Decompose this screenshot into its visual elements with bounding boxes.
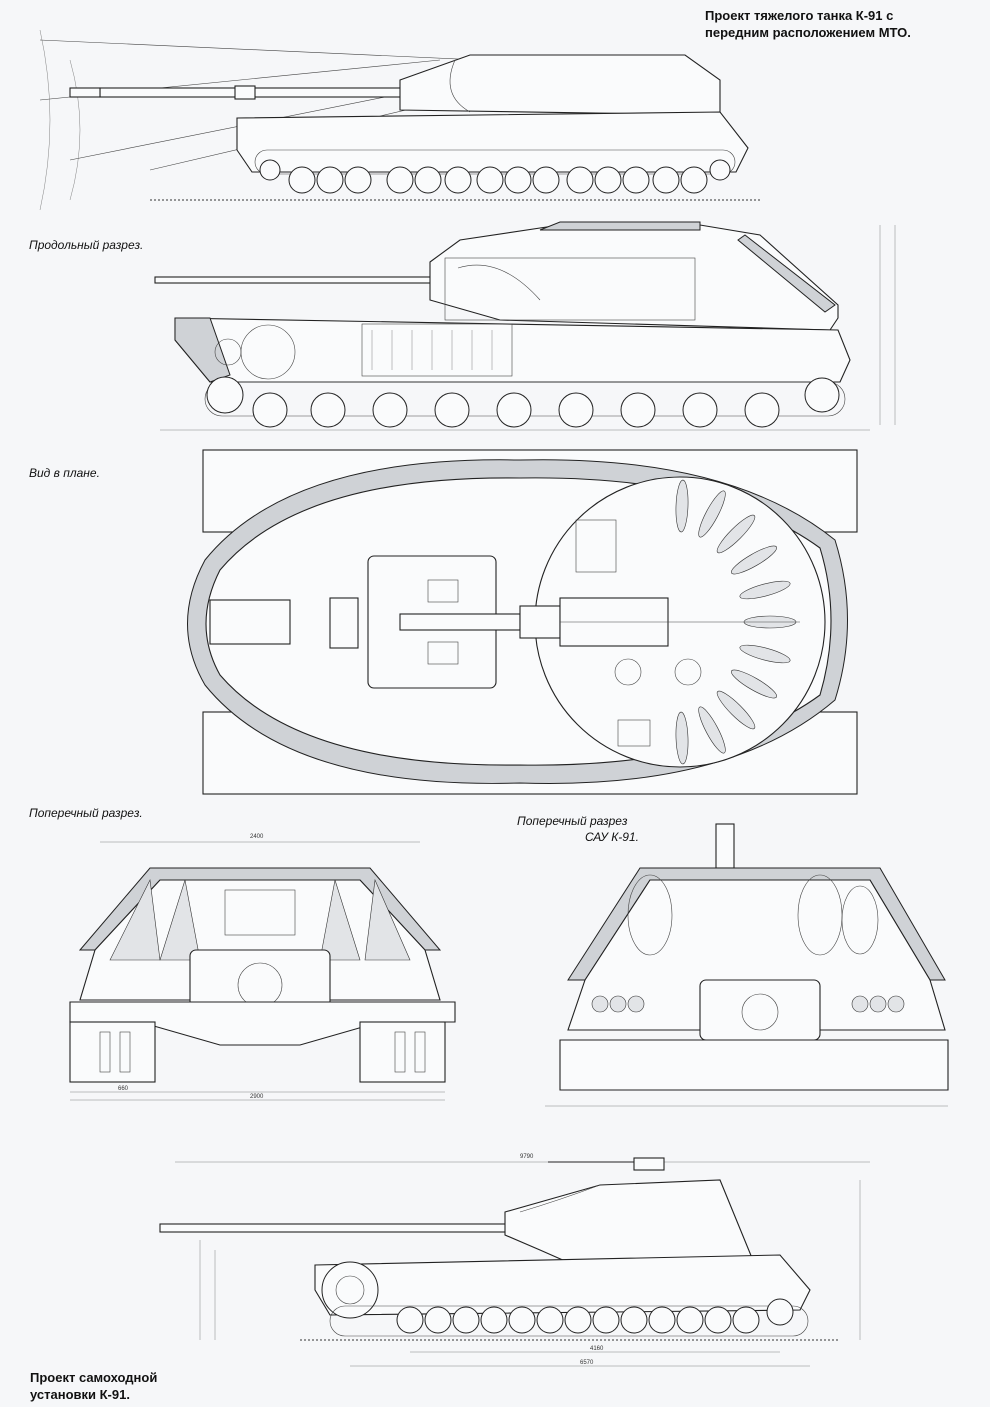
spg-track [329, 1305, 809, 1337]
spg-cross-ammo [591, 995, 905, 1013]
drawing-title: Проект тяжелого танка К-91 с передним ра… [705, 7, 911, 41]
plan-gun-breech [399, 613, 521, 631]
cross-track-left [69, 1021, 156, 1083]
spg-title: Проект самоходной установки К-91. [30, 1369, 157, 1403]
spg-cross-section [545, 823, 949, 1107]
cross-track-right [359, 1021, 446, 1083]
caption-plan-view: Вид в плане. [29, 466, 100, 480]
long-turret [429, 224, 839, 331]
spg-cross-mg [715, 823, 735, 869]
caption-spg-cross-line1: Поперечный разрез [517, 814, 628, 828]
dim-cross-track: 660 [118, 1086, 129, 1092]
cross-engine [189, 949, 331, 1011]
dim-spg-base: 6570 [580, 1360, 594, 1366]
long-engine-block [361, 323, 513, 377]
spg-drive-sprocket [321, 1261, 379, 1319]
tank-cross-section: 2400 660 2900 [69, 834, 456, 1101]
spg-mg-mount [633, 1157, 665, 1171]
caption-cross-section: Поперечный разрез. [29, 806, 143, 820]
long-gun [154, 276, 446, 284]
spg-title-line1: Проект самоходной [30, 1370, 158, 1385]
spg-gun [159, 1223, 521, 1233]
dim-cross-width: 2400 [250, 834, 264, 840]
tank-side-gun [99, 87, 441, 98]
spg-title-line2: установки К-91. [30, 1387, 130, 1402]
spg-hull [314, 1254, 811, 1316]
tank-plan-view [187, 449, 858, 795]
tank-longitudinal-section [154, 221, 896, 431]
tank-side-view [39, 29, 760, 211]
tank-side-hull [236, 111, 749, 173]
plan-ammo-rack [675, 479, 797, 765]
caption-longitudinal: Продольный разрез. [29, 238, 144, 252]
cross-turret [79, 879, 441, 1001]
tank-side-roadwheels [259, 159, 731, 194]
drawing-title-line2: передним расположением МТО. [705, 25, 911, 40]
dim-cross-base: 2900 [250, 1094, 264, 1100]
drawing-title-line1: Проект тяжелого танка К-91 с [705, 8, 894, 23]
dim-spg-length: 9790 [520, 1154, 534, 1160]
spg-roadwheels [396, 1298, 794, 1334]
long-roadwheels [206, 376, 840, 428]
spg-cross-tracks [559, 1039, 949, 1091]
caption-spg-cross-line2: САУ К-91. [585, 830, 639, 844]
plan-fan [209, 599, 291, 645]
tank-side-turret [399, 54, 721, 116]
spg-side-view: 9790 4160 6570 [159, 1154, 870, 1367]
dim-spg-track: 4160 [590, 1346, 604, 1352]
